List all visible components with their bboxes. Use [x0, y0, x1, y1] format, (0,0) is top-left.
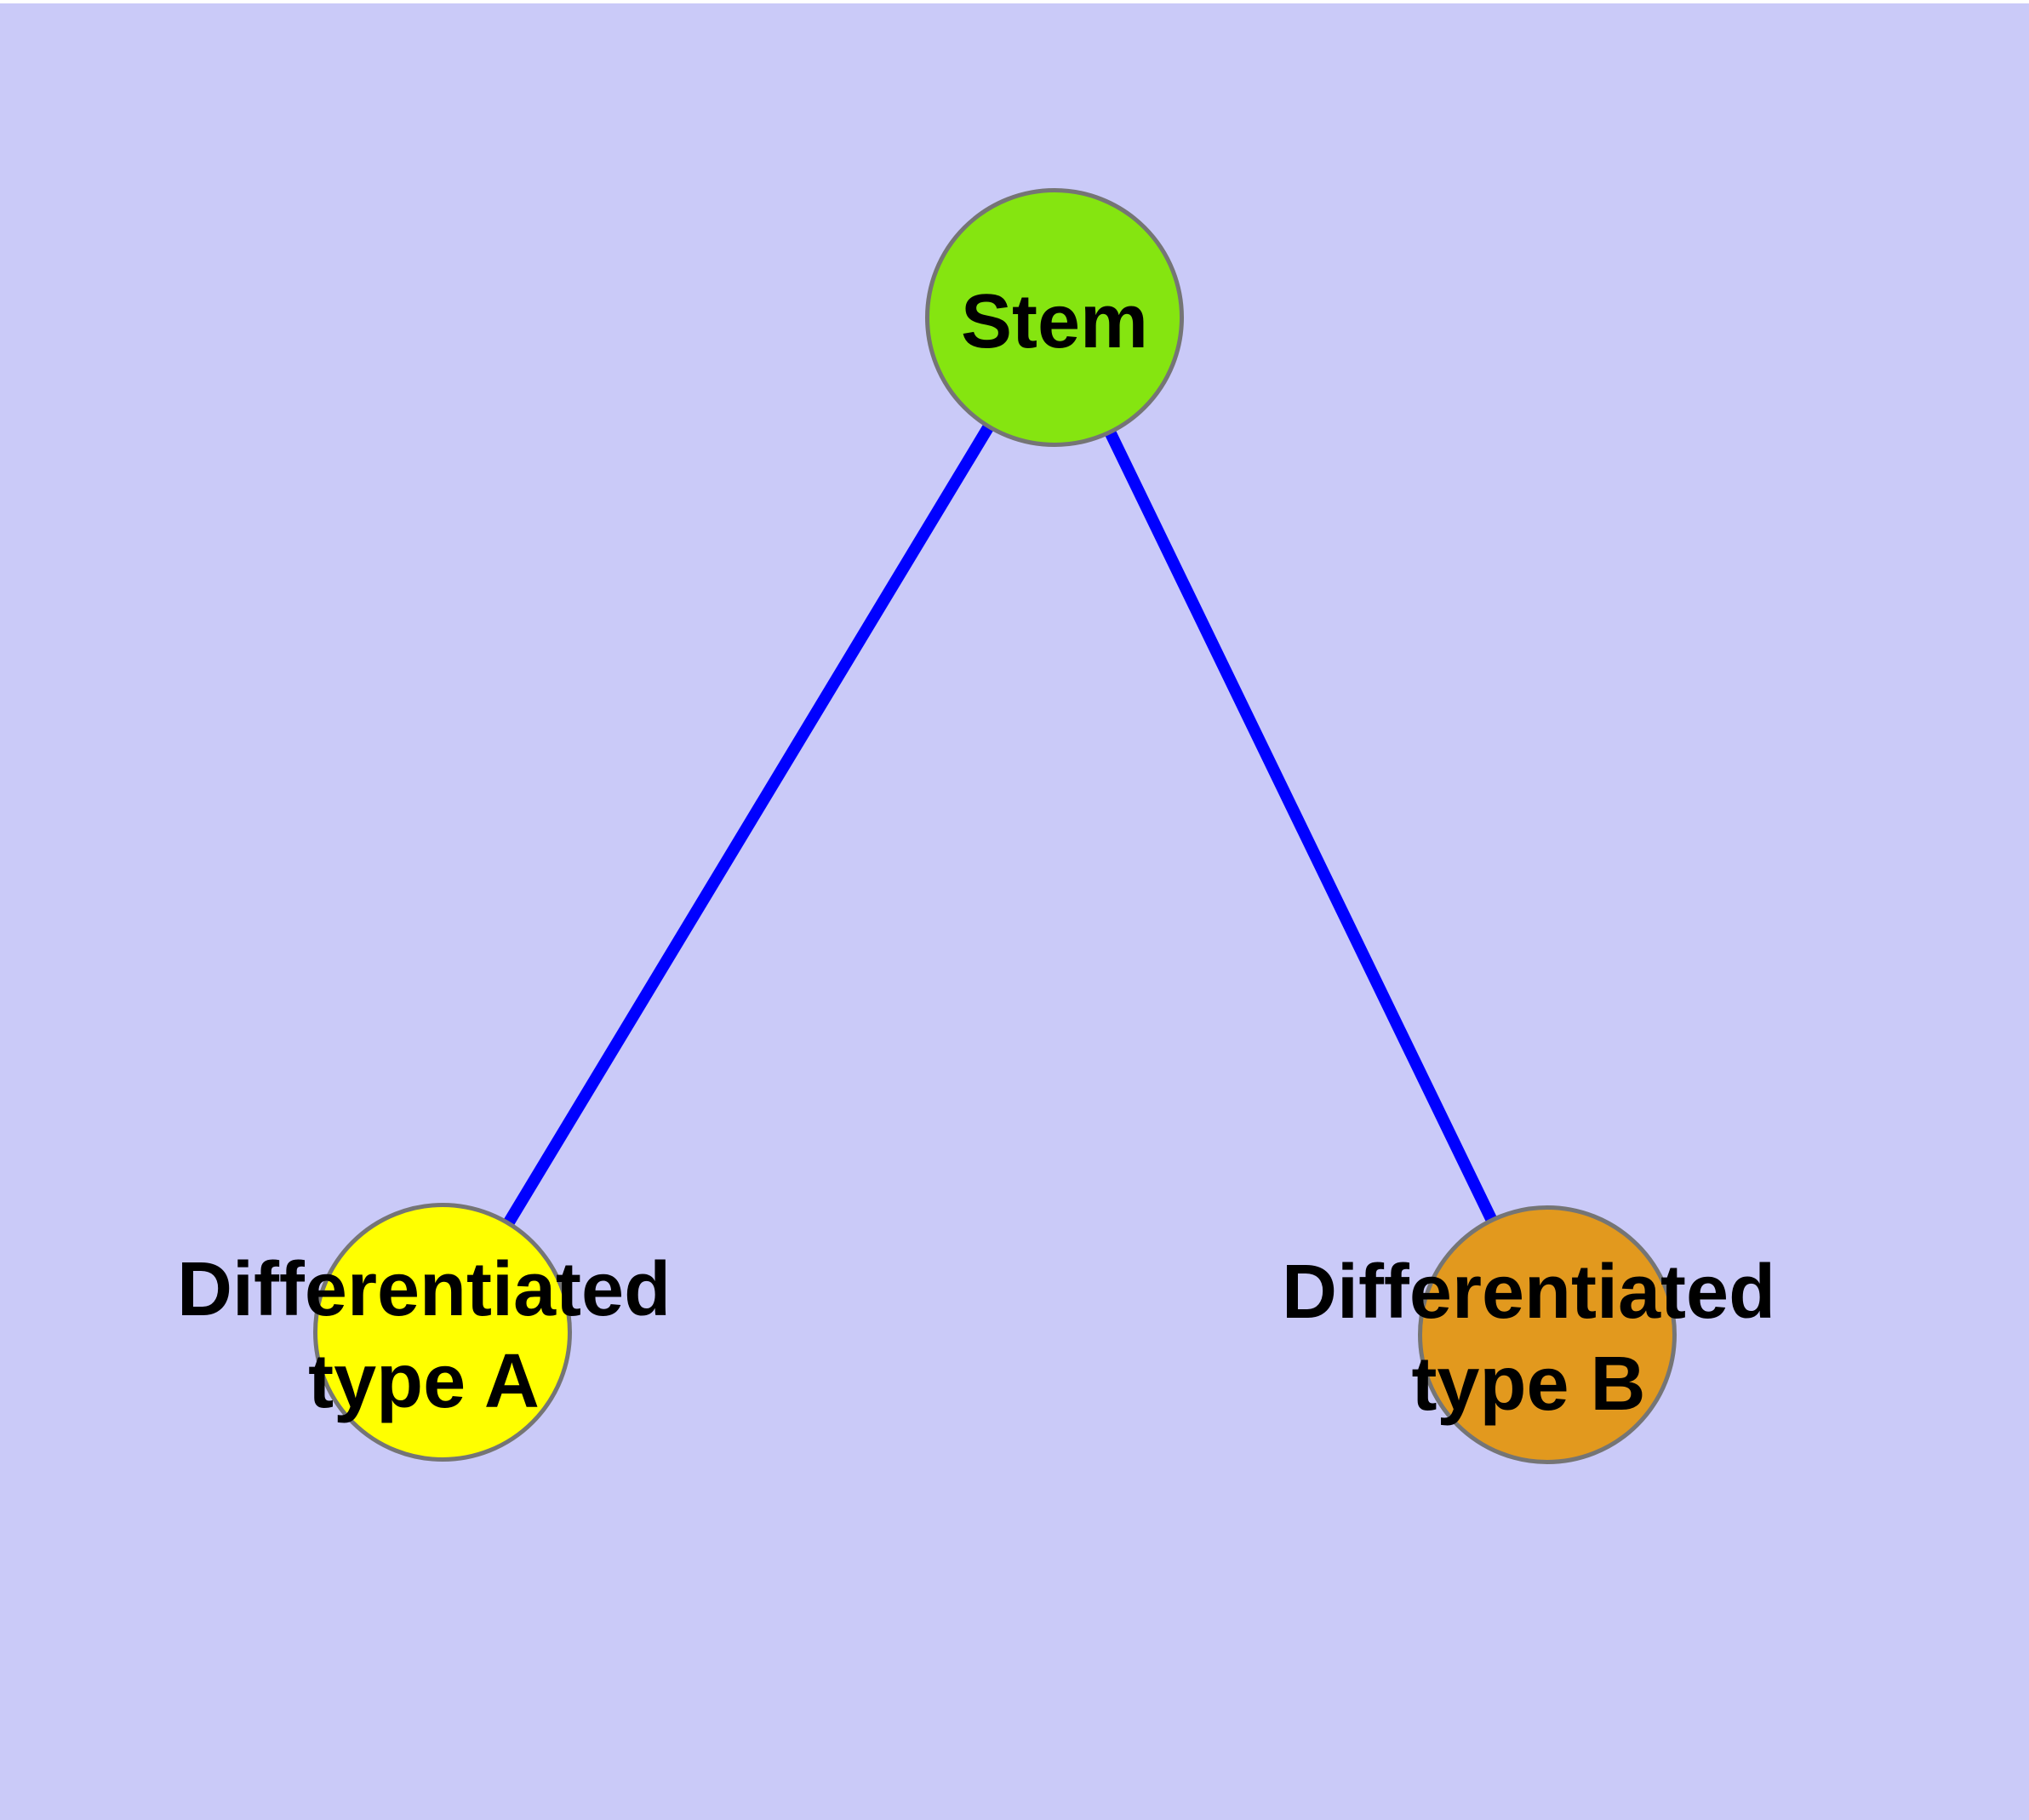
node-label-type-a-line1: Differentiated	[176, 1247, 672, 1332]
window-top-edge	[0, 0, 2029, 3]
node-label-stem: Stem	[961, 276, 1148, 368]
node-label-differentiated-type-b: Differentiated type B	[1282, 1246, 1775, 1430]
node-label-type-b-line1: Differentiated	[1281, 1250, 1776, 1335]
node-circle-differentiated-type-a	[313, 1203, 572, 1462]
edge-stem-to-type-a	[437, 314, 1060, 1336]
node-label-type-b-line2: type B	[1411, 1342, 1646, 1427]
node-label-type-a-line2: type A	[308, 1339, 540, 1424]
node-circle-stem	[925, 188, 1184, 447]
node-label-stem-text: Stem	[960, 279, 1149, 364]
node-label-differentiated-type-a: Differentiated type A	[177, 1244, 671, 1428]
edge-stem-to-type-b	[1049, 314, 1553, 1338]
node-circle-differentiated-type-b	[1418, 1205, 1677, 1464]
